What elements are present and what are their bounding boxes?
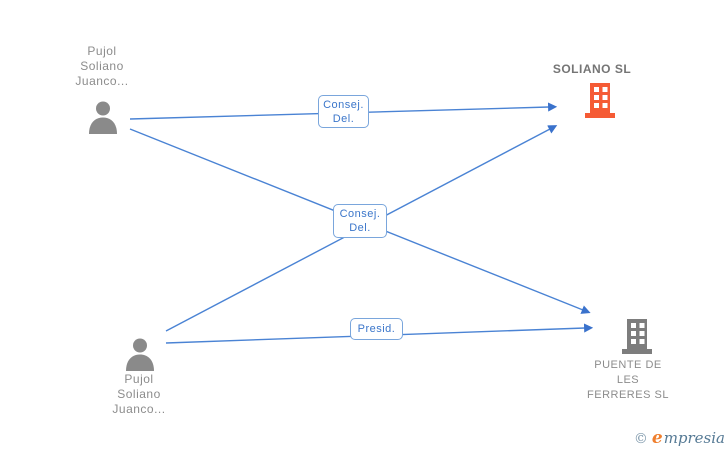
person-icon <box>89 101 117 134</box>
edge-label-line: Del. <box>332 112 355 125</box>
edge-label-consej-del-center: Consej. Del. <box>333 204 387 238</box>
person-bottom-label: Pujol Soliano Juanco... <box>90 372 188 417</box>
edge-label-presid: Presid. <box>350 318 403 340</box>
edge-label-line: Presid. <box>357 323 396 335</box>
person-bottom-label-line2: Soliano <box>117 387 161 401</box>
person-top-label: Pujol Soliano Juanco... <box>53 44 151 89</box>
person-node-bottom[interactable] <box>124 337 156 371</box>
edge-label-line: Del. <box>349 222 371 234</box>
edge-label-line: Consej. <box>339 208 381 220</box>
company-puente-label-line3: FERRERES SL <box>587 389 669 401</box>
company-node-puente[interactable] <box>620 318 654 355</box>
empresia-logo-initial: e <box>651 428 663 448</box>
person-bottom-label-line3: Juanco... <box>112 402 166 416</box>
empresia-logo-text: mpresia <box>663 429 725 447</box>
company-puente-label-line1: PUENTE DE <box>594 359 662 371</box>
empresia-logo[interactable]: © e mpresia <box>634 428 725 448</box>
company-node-soliano[interactable] <box>583 82 617 119</box>
person-node-top[interactable] <box>87 100 119 134</box>
building-icon <box>622 319 652 354</box>
person-bottom-label-line1: Pujol <box>124 372 154 386</box>
edge-label-consej-del-top: Consej. Del. <box>318 95 369 128</box>
company-puente-label: PUENTE DE LES FERRERES SL <box>578 358 678 403</box>
person-top-label-line3: Juanco... <box>75 74 129 88</box>
company-puente-label-line2: LES <box>616 374 640 386</box>
company-soliano-title: SOLIANO SL <box>552 62 632 76</box>
person-icon <box>126 338 154 371</box>
person-top-label-line2: Soliano <box>80 59 124 73</box>
copyright-icon: © <box>633 431 648 447</box>
edge-label-line: Consej. <box>323 98 364 111</box>
person-top-label-line1: Pujol <box>87 44 117 58</box>
building-icon <box>585 83 615 118</box>
